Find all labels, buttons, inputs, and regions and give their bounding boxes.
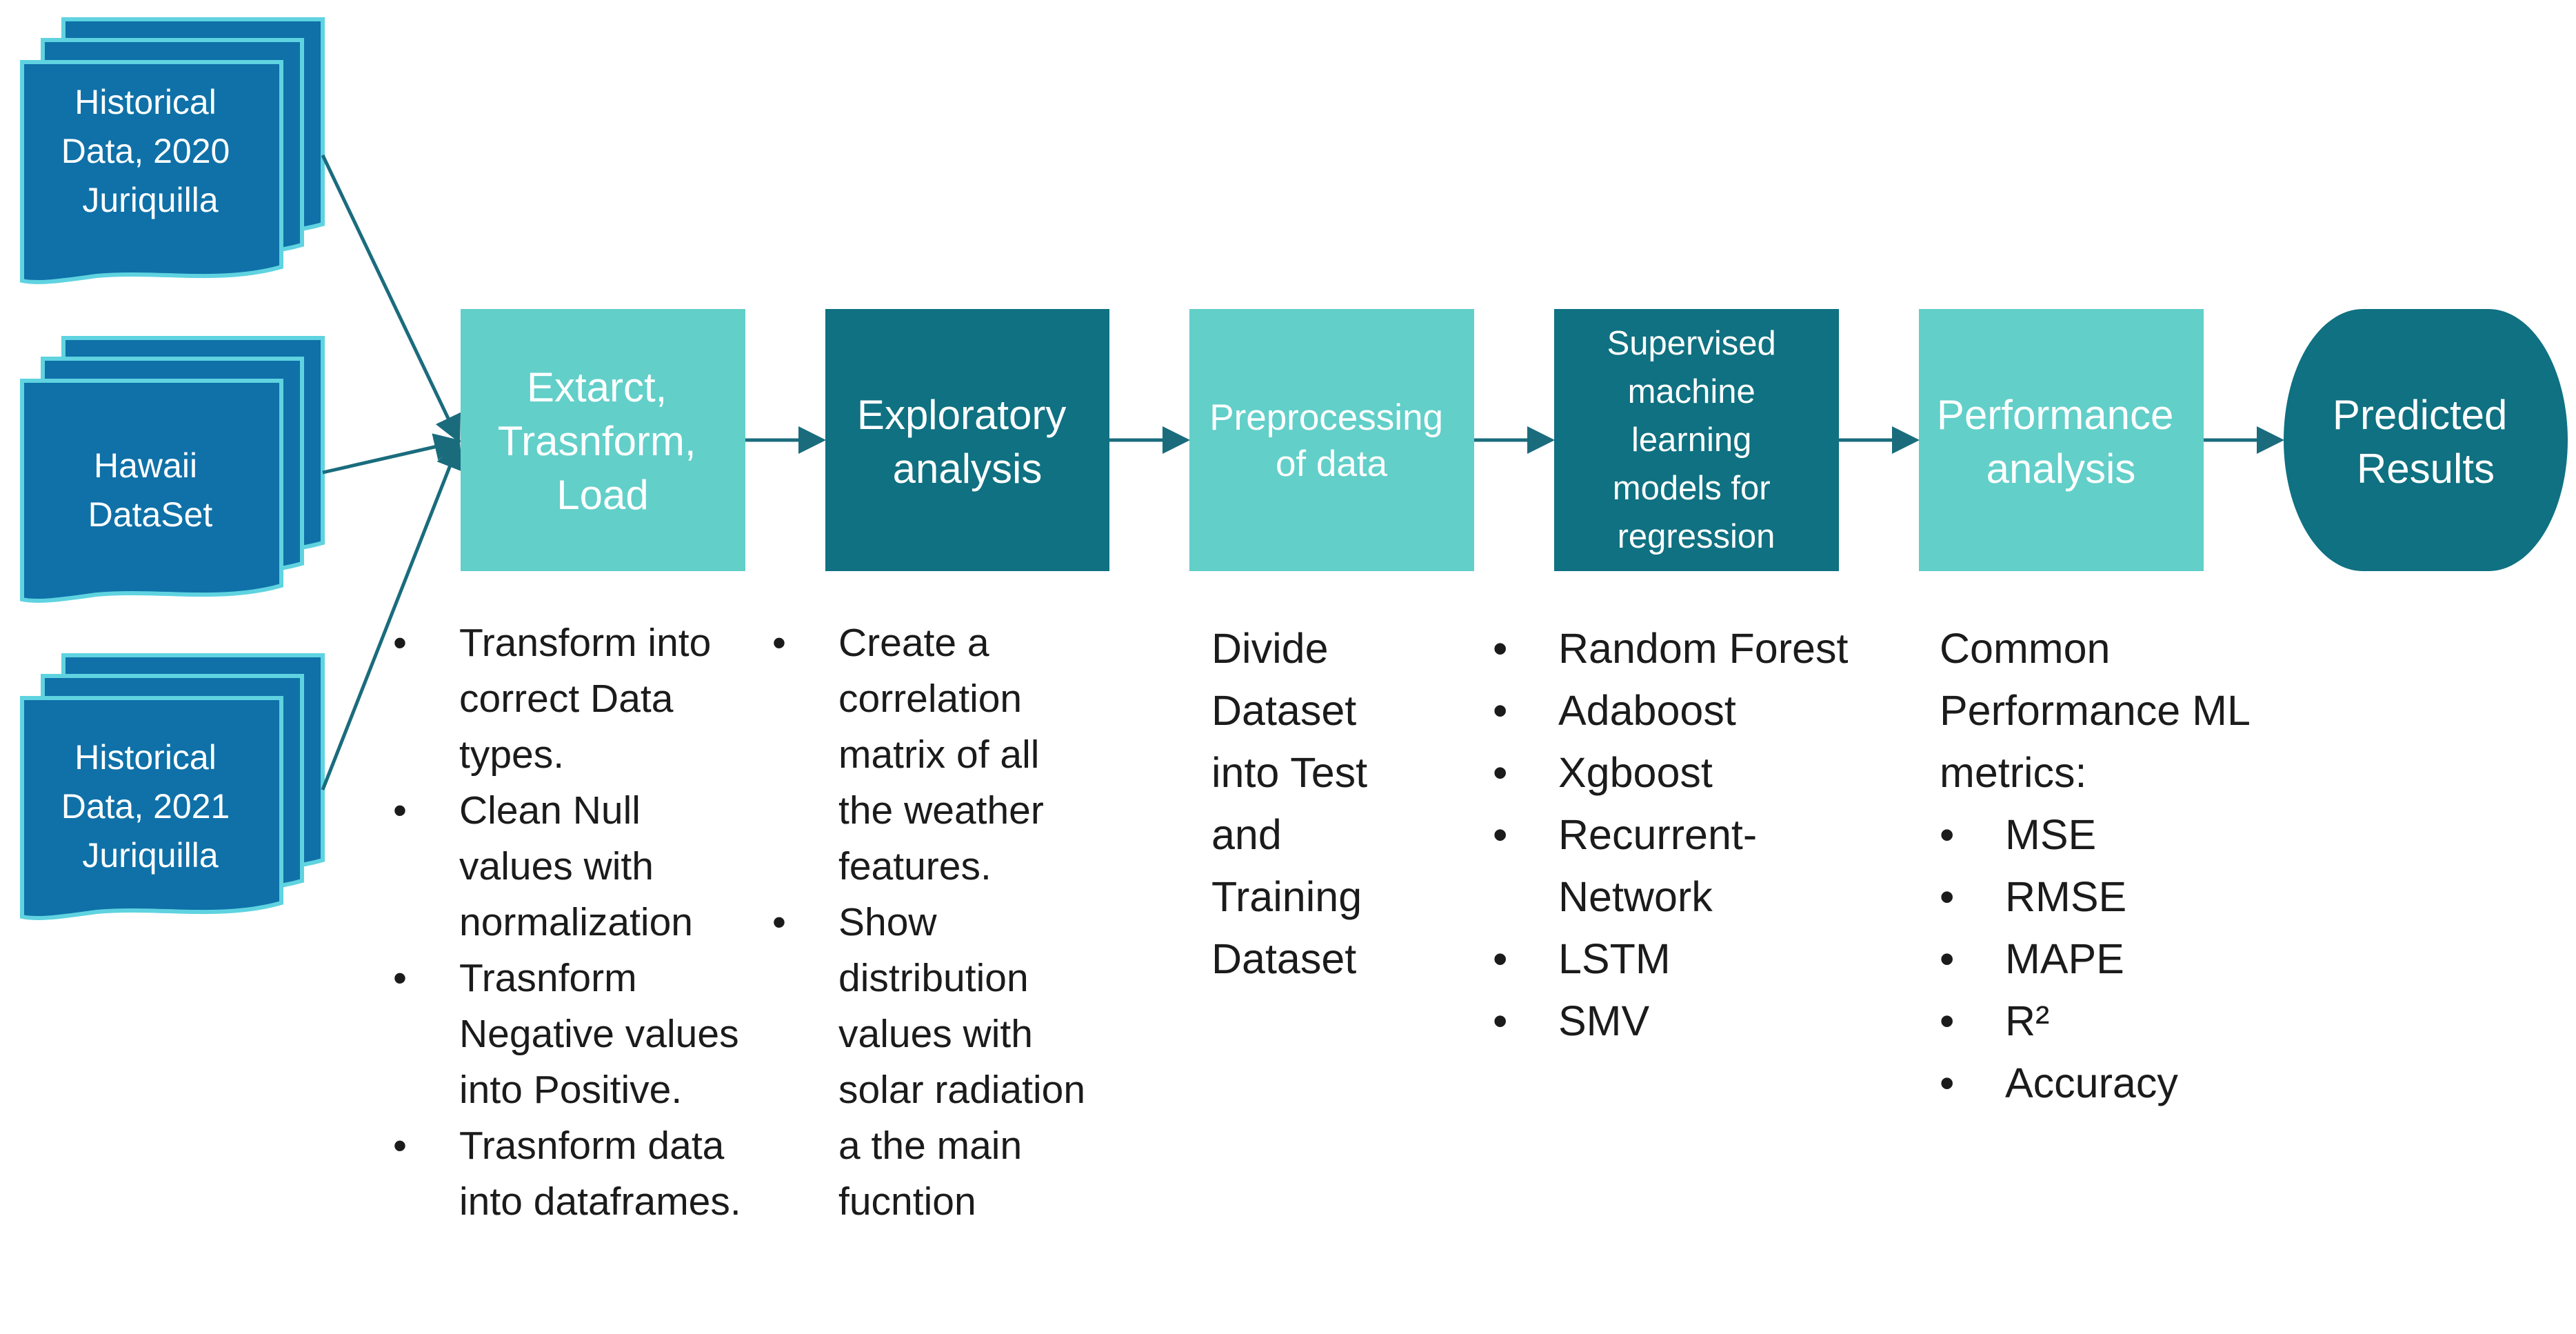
connector-arrow xyxy=(321,154,461,444)
preprocessing-details: Divide Dataset into Test and Training Da… xyxy=(1211,617,1432,990)
step-label: Preprocessing of data xyxy=(1209,397,1453,484)
connector-arrow xyxy=(321,441,463,790)
step-performance-analysis xyxy=(1919,309,2204,571)
step-label: Predicted Results xyxy=(2333,392,2519,492)
preprocessing-text: Divide Dataset into Test and Training Da… xyxy=(1211,625,1368,982)
source-document-hawaii: Hawaii DataSet xyxy=(20,336,325,604)
list-item: RMSE xyxy=(1940,866,2298,928)
step-label: Performance analysis xyxy=(1937,392,2185,492)
step-exploratory-analysis xyxy=(825,309,1109,571)
list-item: Create a correlation matrix of all the w… xyxy=(772,615,1103,895)
list-item: Show distribution values with solar radi… xyxy=(772,895,1103,1230)
list-item: Accuracy xyxy=(1940,1052,2298,1114)
list-item: MAPE xyxy=(1940,928,2298,990)
list-item: Trasnform Negative values into Positive. xyxy=(393,950,752,1118)
list-item: Clean Null values with normalization xyxy=(393,783,752,950)
source-document-historical-2021: Historical Data, 2021 Juriquilla xyxy=(20,653,325,921)
performance-intro: Common Performance ML metrics: xyxy=(1940,625,2249,796)
step-preprocessing xyxy=(1189,309,1474,571)
source-label: Hawaii DataSet xyxy=(88,446,213,534)
list-item: Trasnform data into dataframes. xyxy=(393,1118,752,1230)
list-item: Recurrent-Network xyxy=(1493,804,1851,928)
list-item: SMV xyxy=(1493,990,1851,1052)
step-etl xyxy=(461,309,745,571)
step-label: Supervised machine learning models for r… xyxy=(1607,325,1786,555)
models-details: Random Forest Adaboost Xgboost Recurrent… xyxy=(1493,617,1851,1052)
source-label: Historical Data, 2020 Juriquilla xyxy=(61,83,240,219)
source-label: Historical Data, 2021 Juriquilla xyxy=(61,738,240,875)
etl-details: Transform into correct Data types. Clean… xyxy=(393,615,752,1230)
step-supervised-models xyxy=(1554,309,1839,571)
step-label: Exploratory analysis xyxy=(857,392,1078,492)
list-item: Xgboost xyxy=(1493,741,1851,804)
list-item: R² xyxy=(1940,990,2298,1052)
connector-arrow xyxy=(322,433,462,475)
step-predicted-results xyxy=(2284,309,2568,571)
step-label: Extarct, Trasnform, Load xyxy=(498,364,707,518)
source-document-historical-2020: Historical Data, 2020 Juriquilla xyxy=(20,17,325,285)
list-item: Adaboost xyxy=(1493,679,1851,741)
list-item: LSTM xyxy=(1493,928,1851,990)
list-item: Random Forest xyxy=(1493,617,1851,679)
list-item: Transform into correct Data types. xyxy=(393,615,752,783)
performance-details: Common Performance ML metrics: MSE RMSE … xyxy=(1940,617,2298,1114)
list-item: MSE xyxy=(1940,804,2298,866)
exploratory-details: Create a correlation matrix of all the w… xyxy=(772,615,1103,1230)
